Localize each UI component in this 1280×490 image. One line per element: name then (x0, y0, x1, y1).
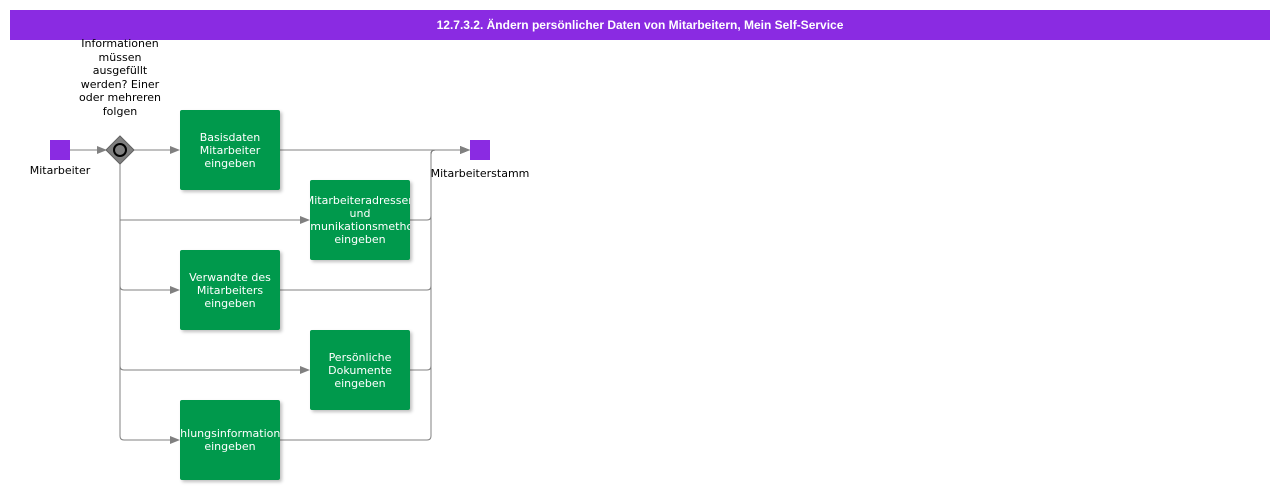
flow-adressen-to-end (410, 146, 470, 221)
end-event-label: Mitarbeiterstamm (430, 167, 530, 180)
task-label: Persönliche Dokumente eingeben (328, 350, 392, 390)
gateway-label: Informationen müssen ausgefüllt werden? … (78, 37, 162, 118)
task-zahlungsinformationen[interactable]: Zahlungsinformationen eingeben (180, 400, 280, 480)
flow-gateway-to-zahlung (119, 164, 180, 444)
task-label: Basisdaten Mitarbeiter eingeben (199, 130, 261, 170)
flow-zahlung-to-end (280, 146, 470, 441)
task-label: Zahlungsinformationen eingeben (180, 427, 280, 453)
task-basisdaten[interactable]: Basisdaten Mitarbeiter eingeben (180, 110, 280, 190)
task-label: Mitarbeiteradressen und Kommunikationsme… (310, 194, 410, 246)
diagram-title: 12.7.3.2. Ändern persönlicher Daten von … (436, 18, 844, 32)
task-adressen-kommunikation[interactable]: Mitarbeiteradressen und Kommunikationsme… (310, 180, 410, 260)
start-event-label: Mitarbeiter (29, 164, 91, 177)
diagram-title-bar: 12.7.3.2. Ändern persönlicher Daten von … (10, 10, 1270, 40)
gateway-diamond[interactable] (105, 135, 135, 165)
flow-gateway-to-verwandte (119, 164, 180, 294)
task-dokumente[interactable]: Persönliche Dokumente eingeben (310, 330, 410, 410)
task-label: Verwandte des Mitarbeiters eingeben (189, 270, 271, 310)
start-event[interactable] (50, 140, 70, 160)
flow-dokumente-to-end (410, 146, 470, 371)
end-event[interactable] (470, 140, 490, 160)
task-verwandte[interactable]: Verwandte des Mitarbeiters eingeben (180, 250, 280, 330)
